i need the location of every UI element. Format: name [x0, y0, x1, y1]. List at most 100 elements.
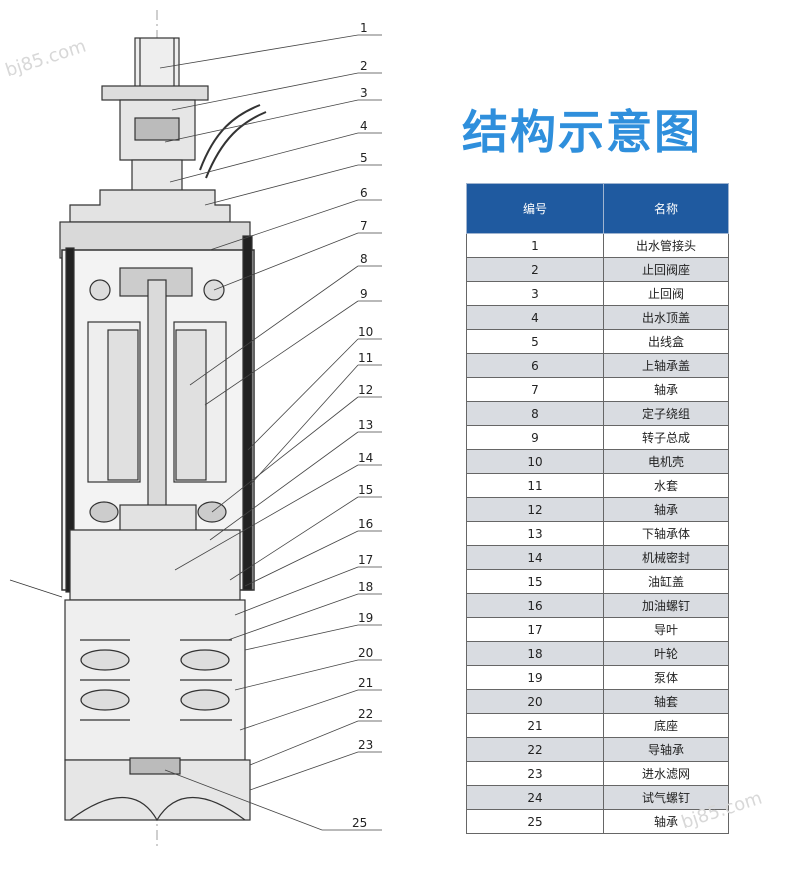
row-part-name: 止回阀座	[603, 257, 729, 282]
row-part-name: 机械密封	[603, 545, 729, 570]
row-number: 21	[466, 713, 604, 738]
row-number: 6	[466, 353, 604, 378]
callout-13: 13	[358, 418, 373, 432]
callout-2: 2	[360, 59, 368, 73]
callout-16: 16	[358, 517, 373, 531]
row-number: 10	[466, 449, 604, 474]
row-part-name: 电机壳	[603, 449, 729, 474]
row-number: 17	[466, 617, 604, 642]
callout-19: 19	[358, 611, 373, 625]
row-part-name: 出水顶盖	[603, 305, 729, 330]
row-part-name: 出线盒	[603, 329, 729, 354]
callout-25: 25	[352, 816, 367, 830]
callout-23: 23	[358, 738, 373, 752]
header-name: 名称	[603, 183, 729, 234]
callout-11: 11	[358, 351, 373, 365]
row-part-name: 上轴承盖	[603, 353, 729, 378]
callout-10: 10	[358, 325, 373, 339]
row-number: 7	[466, 377, 604, 402]
row-number: 24	[466, 785, 604, 810]
row-part-name: 加油螺钉	[603, 593, 729, 618]
page-title: 结构示意图	[462, 105, 702, 159]
row-part-name: 转子总成	[603, 425, 729, 450]
callout-15: 15	[358, 483, 373, 497]
row-number: 16	[466, 593, 604, 618]
row-number: 3	[466, 281, 604, 306]
row-part-name: 止回阀	[603, 281, 729, 306]
row-part-name: 油缸盖	[603, 569, 729, 594]
row-part-name: 泵体	[603, 665, 729, 690]
callout-5: 5	[360, 151, 368, 165]
row-part-name: 底座	[603, 713, 729, 738]
row-number: 9	[466, 425, 604, 450]
row-part-name: 试气螺钉	[603, 785, 729, 810]
row-number: 1	[466, 233, 604, 258]
row-part-name: 定子绕组	[603, 401, 729, 426]
row-number: 20	[466, 689, 604, 714]
row-number: 25	[466, 809, 604, 834]
callout-9: 9	[360, 287, 368, 301]
callout-20: 20	[358, 646, 373, 660]
callout-21: 21	[358, 676, 373, 690]
row-part-name: 下轴承体	[603, 521, 729, 546]
row-part-name: 叶轮	[603, 641, 729, 666]
row-part-name: 进水滤网	[603, 761, 729, 786]
row-number: 2	[466, 257, 604, 282]
row-part-name: 导叶	[603, 617, 729, 642]
row-number: 4	[466, 305, 604, 330]
callout-8: 8	[360, 252, 368, 266]
row-number: 19	[466, 665, 604, 690]
row-number: 11	[466, 473, 604, 498]
callout-22: 22	[358, 707, 373, 721]
row-number: 22	[466, 737, 604, 762]
row-number: 14	[466, 545, 604, 570]
callout-4: 4	[360, 119, 368, 133]
callout-3: 3	[360, 86, 368, 100]
header-number: 编号	[466, 183, 604, 234]
callout-14: 14	[358, 451, 373, 465]
callout-1: 1	[360, 21, 368, 35]
row-number: 5	[466, 329, 604, 354]
callout-7: 7	[360, 219, 368, 233]
callout-6: 6	[360, 186, 368, 200]
row-part-name: 轴承	[603, 377, 729, 402]
pump-structure-diagram: 1 2 3 4 5 6 7 8 9 10 11 12 13 14 15 16 1…	[9, 10, 382, 850]
row-number: 15	[466, 569, 604, 594]
row-part-name: 水套	[603, 473, 729, 498]
callout-12: 12	[358, 383, 373, 397]
callout-17: 17	[358, 553, 373, 567]
row-number: 13	[466, 521, 604, 546]
row-part-name: 轴承	[603, 809, 729, 834]
row-part-name: 轴承	[603, 497, 729, 522]
row-part-name: 轴套	[603, 689, 729, 714]
row-number: 8	[466, 401, 604, 426]
row-number: 23	[466, 761, 604, 786]
row-number: 12	[466, 497, 604, 522]
row-number: 18	[466, 641, 604, 666]
